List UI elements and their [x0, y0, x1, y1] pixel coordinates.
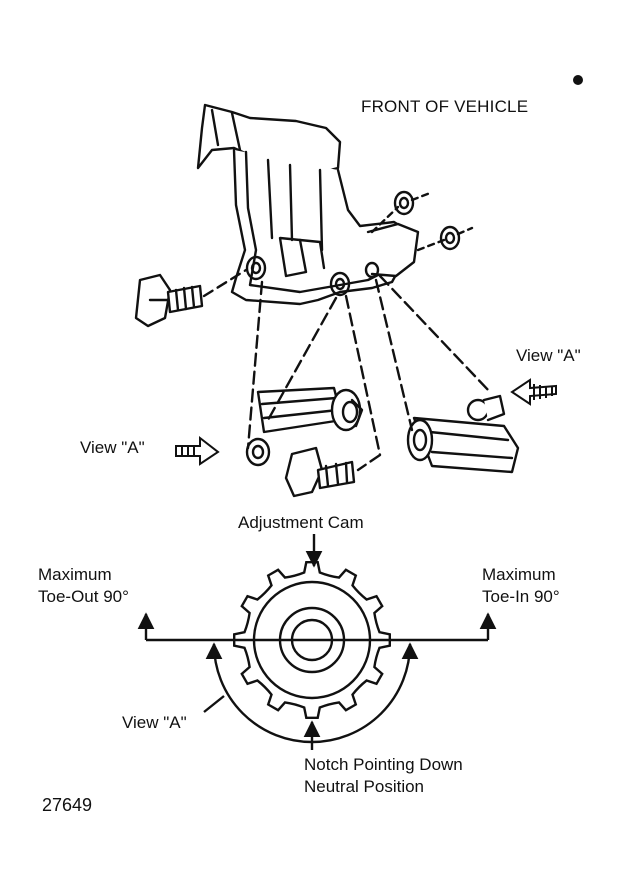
adjustment-cam-label: Adjustment Cam [238, 513, 364, 532]
max-toe-out-label-2: Toe-Out 90° [38, 587, 129, 606]
notch-label-2: Neutral Position [304, 777, 425, 796]
view-a-bottom-label: View "A" [122, 713, 187, 732]
cam-toothed-outline [233, 561, 391, 719]
max-toe-in-label-1: Maximum [482, 565, 556, 584]
adjustment-cam [137, 534, 497, 750]
figure-number: 27649 [42, 795, 93, 815]
view-a-right-label: View "A" [516, 346, 581, 365]
view-a-left-label: View "A" [80, 438, 145, 457]
bracket-assembly [134, 103, 520, 498]
max-toe-out-label-1: Maximum [38, 565, 112, 584]
front-of-vehicle-label: FRONT OF VEHICLE [361, 97, 529, 116]
max-toe-in-label-2: Toe-In 90° [482, 587, 560, 606]
view-a-arrow-left [175, 435, 220, 466]
notch-label-1: Notch Pointing Down [304, 755, 463, 774]
rotation-arc [205, 642, 419, 744]
view-a-leader [203, 695, 225, 713]
front-direction-dot [573, 75, 583, 85]
view-a-arrow-right [510, 378, 557, 406]
